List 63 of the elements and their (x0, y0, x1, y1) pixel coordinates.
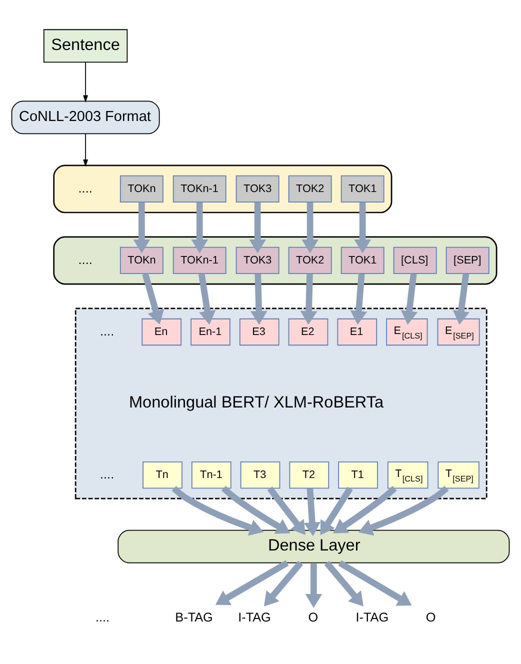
arrow (358, 486, 449, 536)
node-box: TOKn-1 (172, 175, 226, 203)
arrow (350, 274, 368, 325)
node-box: En (142, 318, 182, 346)
node-box: E$_{[SEP]}$ (437, 318, 480, 346)
node-box: T$_{[SEP]}$ (438, 461, 480, 489)
node-box: Dense Layer (118, 530, 510, 564)
node-box: Tn (142, 461, 182, 489)
node-box: TOK1 (340, 175, 384, 203)
node-box: CoNLL-2003 Format (11, 100, 160, 134)
node-box: Tn-1 (191, 461, 232, 489)
node-text: .... (100, 324, 114, 338)
node-text: .... (78, 252, 92, 267)
node-text: .... (100, 467, 114, 482)
node-box: TOKn (120, 246, 164, 274)
arrow (305, 562, 322, 608)
node-text: O (308, 610, 318, 624)
node-box: E3 (239, 318, 280, 346)
node-box: TOK1 (340, 246, 384, 274)
arrow (300, 274, 318, 325)
arrow (191, 202, 208, 254)
node-text: .... (96, 610, 110, 624)
arrow (400, 273, 418, 325)
node-box: TOK3 (236, 246, 280, 274)
arrow (198, 273, 216, 325)
arrow (172, 486, 264, 536)
node-box: T2 (289, 461, 330, 489)
node-text: .... (78, 181, 92, 196)
node-box: TOKn-1 (172, 246, 226, 274)
arrow (133, 202, 150, 254)
node-box: E1 (337, 318, 378, 346)
node-box: Sentence (43, 29, 128, 63)
node-box: [CLS] (393, 246, 437, 274)
node-box: TOK2 (288, 175, 332, 203)
arrow (452, 273, 470, 325)
node-box: T3 (240, 461, 280, 489)
node-text: B-TAG (175, 610, 213, 624)
node-text: I-TAG (238, 610, 271, 624)
node-box: E2 (288, 318, 328, 346)
node-box: E$_{[CLS]}$ (386, 318, 428, 346)
node-box: [SEP] (446, 246, 490, 274)
arrow (83, 133, 88, 167)
cluster (53, 236, 498, 285)
arrow (249, 202, 266, 254)
arrow (354, 202, 371, 254)
arrow (304, 488, 321, 536)
arrow (250, 274, 268, 325)
node-box: T$_{[CLS]}$ (387, 461, 428, 489)
cluster (53, 164, 392, 214)
arrow (338, 560, 412, 606)
arrow (264, 560, 304, 606)
arrow (83, 62, 88, 102)
node-box: T1 (338, 461, 378, 489)
arrow (302, 202, 318, 254)
arrow (215, 560, 289, 606)
node-text: I-TAG (356, 610, 389, 624)
node-box: TOK3 (236, 175, 280, 203)
node-box: TOKn (120, 175, 164, 203)
node-box: TOK2 (288, 246, 332, 274)
arrow (142, 272, 164, 325)
node-box: En-1 (190, 318, 230, 346)
node-text: O (426, 610, 436, 624)
arrow (324, 560, 364, 606)
